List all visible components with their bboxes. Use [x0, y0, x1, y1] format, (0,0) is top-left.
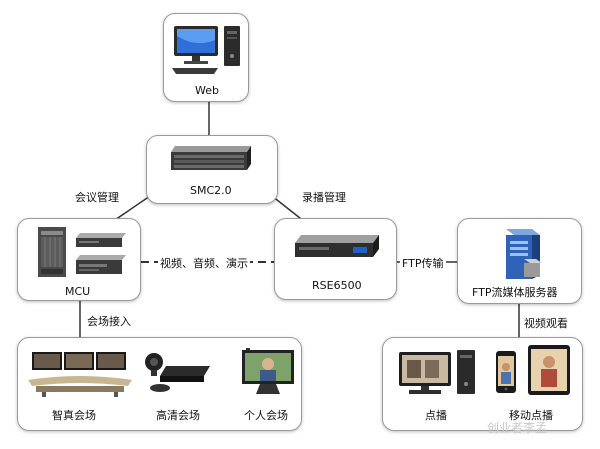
mcu-node: MCU	[17, 218, 141, 301]
web-label: Web	[195, 84, 219, 97]
edge-label-venue-access: 会场接入	[87, 315, 131, 328]
ftp-label: FTP流媒体服务器	[472, 286, 558, 299]
edge-label-video-audio-presentation: 视频、音频、演示	[158, 255, 250, 271]
venue-node: 智真会场 高清会场 个人会场	[17, 337, 302, 431]
ftp-node: FTP流媒体服务器	[457, 218, 582, 304]
smc-label: SMC2.0	[190, 184, 232, 197]
mcu-chassis-icon	[38, 227, 126, 277]
telepresence-room-icon	[28, 352, 132, 397]
playback-label-vod: 点播	[425, 409, 447, 422]
edge-smc-mcu	[111, 195, 151, 223]
tablet-icon	[528, 345, 570, 395]
rse-label: RSE6500	[312, 279, 362, 292]
edge-smc-rse	[271, 195, 306, 223]
venue-label-hd: 高清会场	[156, 409, 200, 422]
smartphone-icon	[496, 351, 516, 393]
rack-server-icon	[295, 235, 379, 257]
mcu-label: MCU	[65, 285, 91, 298]
watermark: 创业者李孟	[487, 421, 548, 435]
edge-label-ftp-transfer: FTP传输	[400, 255, 446, 271]
edge-label-video-viewing: 视频观看	[524, 317, 568, 330]
venue-label-personal: 个人会场	[244, 409, 288, 422]
playback-node: 点播 移动点播	[382, 337, 583, 431]
venue-label-telepresence: 智真会场	[52, 409, 96, 422]
desktop-computer-icon	[399, 350, 475, 394]
hd-codec-icon	[145, 353, 210, 392]
personal-video-terminal-icon	[242, 348, 294, 394]
rse-node: RSE6500	[274, 218, 397, 300]
playback-label-mobile-vod: 移动点播	[509, 409, 553, 422]
smc-node: SMC2.0	[146, 135, 278, 204]
rack-server-icon	[171, 146, 251, 170]
desktop-computer-icon	[172, 26, 240, 74]
server-tower-icon	[506, 229, 542, 279]
edge-label-recording-management: 录播管理	[302, 191, 346, 204]
web-node: Web	[163, 13, 249, 102]
edge-label-conference-management: 会议管理	[75, 191, 119, 204]
